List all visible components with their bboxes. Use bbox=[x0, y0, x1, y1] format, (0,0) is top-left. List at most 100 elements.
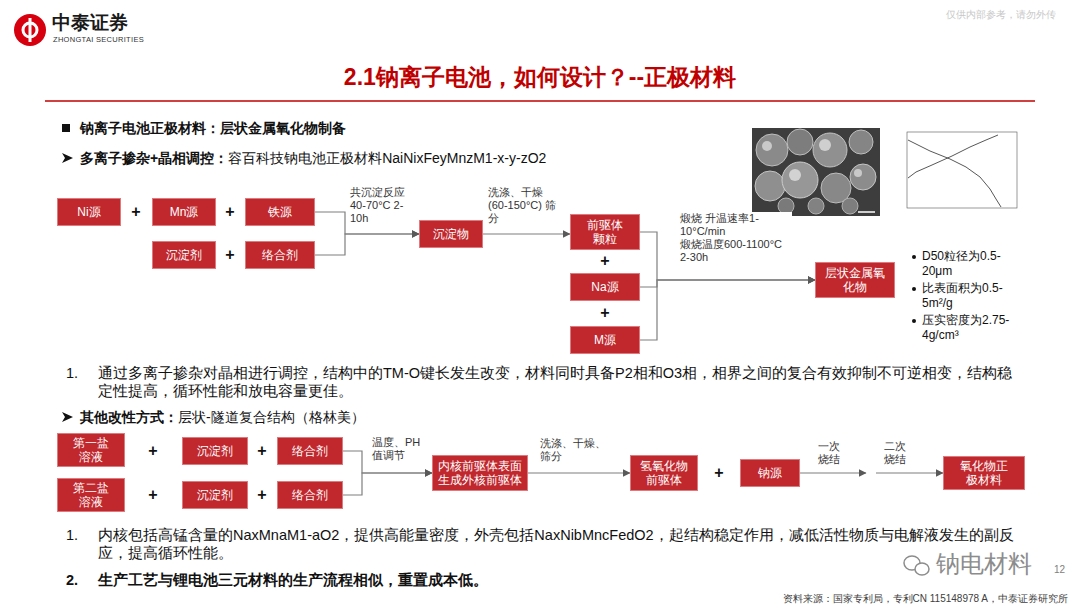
chart-axes bbox=[907, 132, 1017, 208]
scale-bar bbox=[858, 211, 875, 213]
edge-label: 煅烧 升温速率1-10°C/min 煅烧温度600-1100°C 2-30h bbox=[680, 212, 792, 264]
sem-particle bbox=[756, 134, 788, 166]
sem-particle bbox=[850, 164, 876, 190]
flow-arrow bbox=[343, 473, 432, 495]
connector-line bbox=[640, 280, 815, 287]
sem-particle bbox=[782, 162, 818, 198]
arrow-bullet bbox=[62, 153, 73, 163]
plus-sign: + bbox=[143, 441, 163, 461]
bullet-text: 层状-隧道复合结构（格林美） bbox=[178, 408, 365, 426]
box-text: 沉淀剂 bbox=[187, 444, 243, 458]
process-box: 氢氧化物前驱体 bbox=[630, 455, 698, 491]
sem-ground bbox=[752, 128, 880, 216]
note-number: 1. bbox=[66, 526, 78, 544]
sem-particle bbox=[849, 130, 873, 154]
sem-particle bbox=[813, 133, 847, 167]
flow-arrow bbox=[800, 473, 943, 474]
plus-sign: + bbox=[252, 441, 272, 461]
process-box: 络合剂 bbox=[277, 437, 343, 465]
slide-title: 2.1钠离子电池，如何设计？--正极材料 bbox=[0, 62, 1080, 92]
plus-sign: + bbox=[595, 251, 615, 271]
connector-line bbox=[876, 472, 943, 473]
box-text: 钠源 bbox=[745, 466, 795, 480]
edge-label: 温度、PH值调节 bbox=[372, 436, 426, 462]
note-number: 2. bbox=[66, 571, 78, 589]
box-text: 络合剂 bbox=[282, 444, 338, 458]
spec-list: D50粒径为0.5-20μm比表面积为0.5-5m²/g压实密度为2.75-4g… bbox=[912, 249, 1030, 345]
title-rule bbox=[45, 100, 1035, 102]
box-text: 络合剂 bbox=[282, 488, 338, 502]
connector-line bbox=[315, 234, 419, 255]
bullet-row: 其他改性方式：层状-隧道复合结构（格林美） bbox=[80, 408, 365, 426]
discharge-curve bbox=[908, 140, 1001, 207]
arrow-bullet bbox=[62, 412, 73, 422]
process-box: 络合剂 bbox=[277, 481, 343, 509]
plus-sign: + bbox=[126, 202, 146, 222]
box-text: 铁源 bbox=[250, 205, 310, 219]
sem-highlight bbox=[789, 169, 801, 181]
edge-label: 洗涤、干燥、筛分 bbox=[540, 437, 610, 463]
spec-row: D50粒径为0.5-20μm bbox=[912, 249, 1030, 279]
spec-row: 比表面积为0.5-5m²/g bbox=[912, 281, 1030, 311]
process-box: Ni源 bbox=[57, 198, 121, 226]
logo-bar bbox=[29, 18, 32, 42]
watermark-text: 钠电材料 bbox=[936, 550, 1032, 578]
process-box: 第一盐溶液 bbox=[57, 433, 125, 467]
edge-label: 一次烧结 bbox=[818, 440, 844, 466]
process-box: 沉淀剂 bbox=[182, 481, 248, 509]
sem-image bbox=[752, 128, 880, 216]
bullet-row: 多离子掺杂+晶相调控：容百科技钠电池正极材料NaiNixFeyMnzM1-x-y… bbox=[80, 149, 546, 167]
note-number: 1. bbox=[66, 364, 78, 382]
page-number: 12 bbox=[1054, 563, 1065, 576]
connector-line bbox=[800, 472, 866, 473]
voltage-chart bbox=[893, 126, 1023, 216]
charge-curve bbox=[908, 135, 998, 178]
process-box: 沉淀物 bbox=[419, 220, 483, 248]
process-box: 钠源 bbox=[740, 459, 800, 487]
bullet-heading: 其他改性方式： bbox=[80, 408, 178, 426]
plus-sign: + bbox=[709, 463, 729, 483]
spec-row: 压实密度为2.75-4g/cm³ bbox=[912, 313, 1030, 343]
flow-arrow bbox=[528, 473, 630, 474]
box-text: Mn源 bbox=[157, 205, 211, 219]
bullet-dot bbox=[912, 319, 916, 323]
sem-particle bbox=[808, 198, 824, 214]
sem-particle bbox=[755, 171, 785, 201]
flow-arrow bbox=[640, 280, 815, 287]
plus-sign: + bbox=[595, 303, 615, 323]
box-text: Na源 bbox=[575, 280, 635, 294]
connector-line bbox=[343, 473, 432, 495]
bullet-text: 容百科技钠电池正极材料NaiNixFeyMnzM1-x-y-zO2 bbox=[228, 149, 546, 167]
box-text: 沉淀物 bbox=[424, 227, 478, 241]
connector-line bbox=[528, 472, 630, 473]
process-box: Na源 bbox=[570, 273, 640, 301]
brand-name: 中泰证券 bbox=[52, 12, 128, 34]
spec-item: D50粒径为0.5-20μm bbox=[922, 249, 1022, 279]
note-text: 通过多离子掺杂对晶相进行调控，结构中的TM-O键长发生改变，材料同时具备P2相和… bbox=[98, 364, 1026, 400]
source-note: 资料来源：国家专利局，专利CN 115148978 A，中泰证券研究所 bbox=[783, 592, 1068, 605]
logo-disc bbox=[14, 14, 46, 46]
flow-arrow bbox=[640, 280, 815, 340]
section-heading: 钠离子电池正极材料：层状金属氧化物制备 bbox=[80, 119, 346, 137]
box-text: 内核前驱体表面生成外核前驱体 bbox=[437, 459, 523, 487]
spec-item: 比表面积为0.5-5m²/g bbox=[922, 281, 1022, 311]
sem-highlight bbox=[762, 141, 772, 151]
box-text: 前驱体颗粒 bbox=[583, 218, 627, 246]
box-text: 层状金属氧化物 bbox=[824, 266, 886, 294]
brand-logo bbox=[14, 14, 46, 46]
connector-line bbox=[640, 280, 815, 340]
process-box: M源 bbox=[570, 326, 640, 354]
box-text: 第二盐溶液 bbox=[69, 481, 113, 509]
flow-arrow bbox=[315, 234, 419, 255]
square-bullet bbox=[62, 124, 70, 132]
connector-line bbox=[483, 233, 570, 234]
brand-name-en: ZHONGTAI SECURITIES bbox=[53, 35, 144, 45]
plus-sign: + bbox=[220, 202, 240, 222]
box-text: 沉淀剂 bbox=[187, 488, 243, 502]
plus-sign: + bbox=[252, 485, 272, 505]
box-text: 氢氧化物前驱体 bbox=[639, 459, 689, 487]
wechat-icon bbox=[904, 556, 929, 575]
sem-particle bbox=[787, 129, 813, 155]
